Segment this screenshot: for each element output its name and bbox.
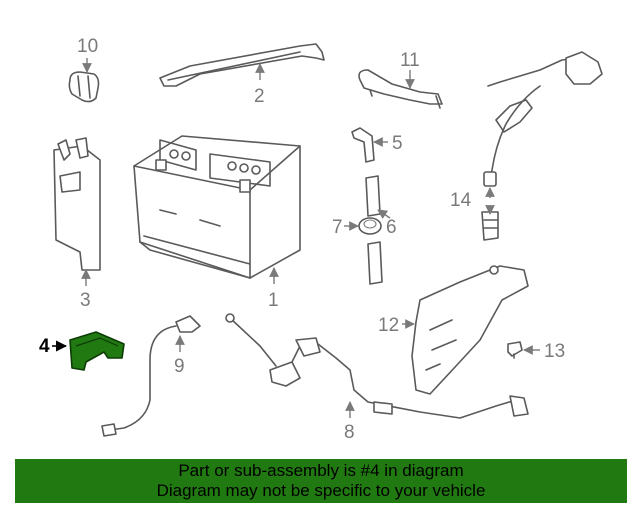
part-11-cable[interactable] — [358, 69, 443, 109]
callouts: 10 2 11 5 14 7 6 3 1 12 13 4 9 8 — [39, 36, 565, 443]
part-2-hold-down-bracket[interactable] — [159, 43, 325, 87]
callout-3: 3 — [80, 290, 91, 311]
callout-11: 11 — [400, 50, 420, 71]
callout-5: 5 — [392, 133, 403, 154]
part-5-vent-fitting[interactable] — [351, 127, 375, 163]
part-4-highlighted-cover[interactable] — [69, 331, 125, 371]
info-banner: Part or sub-assembly is #4 in diagram Di… — [15, 459, 627, 503]
callout-7: 7 — [332, 217, 343, 238]
banner-line-1: Part or sub-assembly is #4 in diagram — [178, 461, 464, 480]
callout-4: 4 — [39, 336, 50, 357]
callout-6: 6 — [386, 217, 397, 238]
part-1-battery[interactable] — [133, 135, 301, 279]
part-9-negative-cable[interactable] — [101, 315, 201, 437]
callout-9: 9 — [174, 356, 185, 377]
part-10-clip[interactable] — [68, 71, 100, 103]
callout-10: 10 — [77, 36, 98, 57]
callout-13: 13 — [544, 341, 565, 362]
leader-lines — [52, 58, 540, 418]
part-13-bolt[interactable] — [507, 341, 523, 359]
callout-14: 14 — [450, 190, 472, 211]
callout-2: 2 — [254, 86, 265, 107]
callout-1: 1 — [268, 290, 279, 311]
part-12-bracket[interactable] — [411, 265, 529, 395]
callout-8: 8 — [344, 422, 355, 443]
part-7-vent-plug[interactable] — [358, 217, 382, 235]
callout-12: 12 — [378, 315, 399, 336]
part-8-positive-cable[interactable] — [225, 313, 529, 419]
part-3-battery-shield[interactable] — [53, 137, 101, 271]
banner-line-2: Diagram may not be specific to your vehi… — [156, 481, 486, 500]
part-14-battery-cable[interactable] — [481, 51, 603, 241]
